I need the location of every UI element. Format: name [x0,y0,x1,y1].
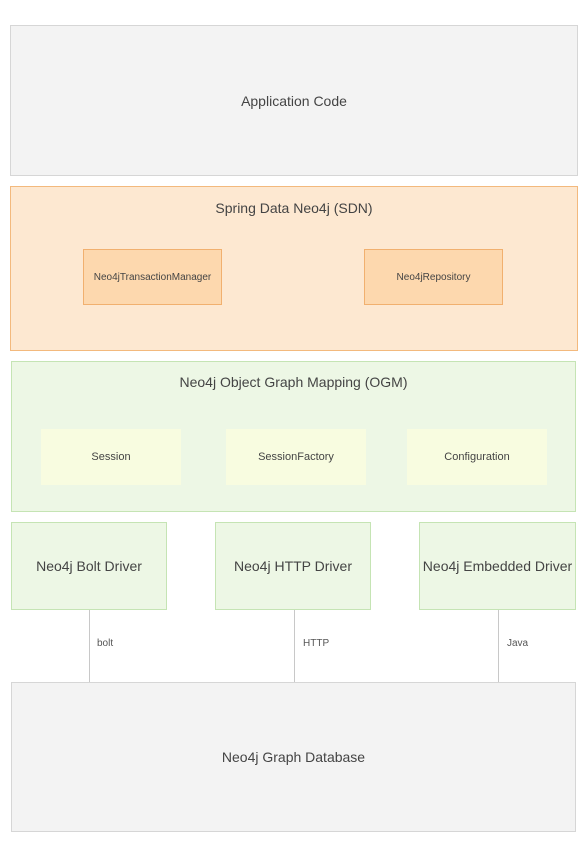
transaction-manager-label: Neo4jTransactionManager [93,271,212,283]
embedded-driver-box: Neo4j Embedded Driver [419,522,576,610]
graph-database-label: Neo4j Graph Database [221,749,366,765]
session-box: Session [41,429,181,485]
java-connector-line [498,610,499,682]
bolt-driver-box: Neo4j Bolt Driver [11,522,167,610]
configuration-label: Configuration [444,451,510,463]
repository-label: Neo4jRepository [396,271,471,283]
session-factory-box: SessionFactory [226,429,366,485]
repository-box: Neo4jRepository [364,249,503,305]
session-label: Session [91,451,131,463]
http-driver-label: Neo4j HTTP Driver [234,558,352,574]
session-factory-label: SessionFactory [258,451,334,463]
bolt-driver-label: Neo4j Bolt Driver [36,558,142,574]
object-graph-mapping-layer: Neo4j Object Graph Mapping (OGM) Session… [11,361,576,512]
java-connector-label: Java [507,638,529,649]
application-code-layer: Application Code [10,25,578,176]
http-connector-line [294,610,295,682]
sdn-layer-title: Spring Data Neo4j (SDN) [215,200,373,216]
transaction-manager-box: Neo4jTransactionManager [83,249,222,305]
application-code-label: Application Code [241,92,347,109]
embedded-driver-label: Neo4j Embedded Driver [422,558,573,574]
ogm-layer-title: Neo4j Object Graph Mapping (OGM) [179,374,408,390]
bolt-connector-line [89,610,90,682]
bolt-connector-label: bolt [97,638,114,649]
http-connector-label: HTTP [303,638,330,649]
graph-database-layer: Neo4j Graph Database [11,682,576,832]
configuration-box: Configuration [407,429,547,485]
spring-data-neo4j-layer: Spring Data Neo4j (SDN) Neo4jTransaction… [10,186,578,351]
http-driver-box: Neo4j HTTP Driver [215,522,371,610]
